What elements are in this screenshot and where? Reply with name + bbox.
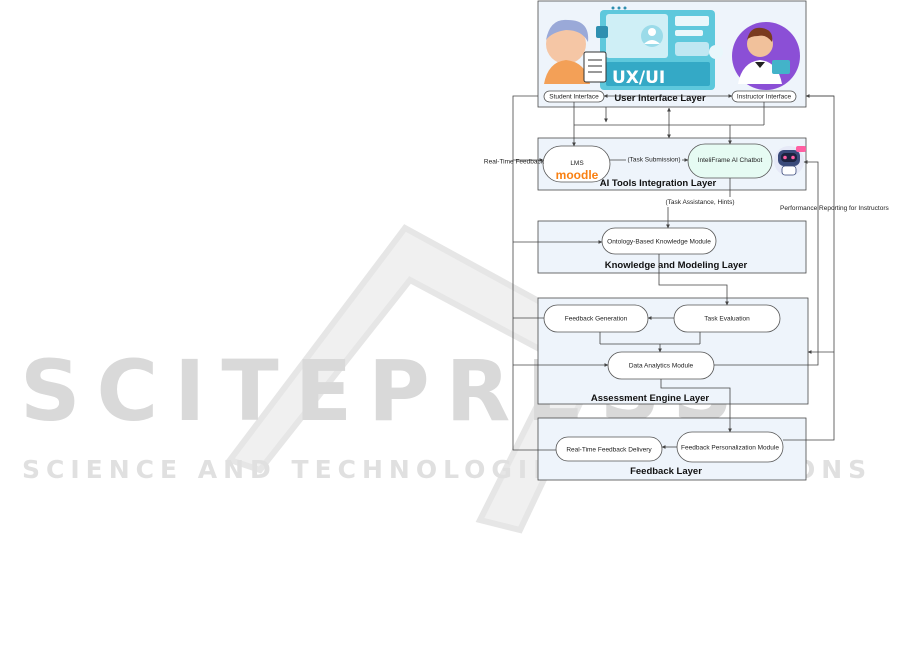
instructor-illustration [732,22,800,90]
task-assistance-edge-label: (Task Assistance, Hints) [666,199,735,206]
task-assistance-bg [666,197,734,207]
data-analytics-label: Data Analytics Module [629,363,694,370]
task-submission-bg [626,154,682,164]
realtime-delivery-label: Real-Time Feedback Delivery [566,447,652,454]
feedback-layer-title: Feedback Layer [630,466,702,477]
performance-reporting-edge-label: Performance Reporting for Instructors [780,205,889,212]
task-evaluation-label: Task Evaluation [704,316,750,323]
feedback-generation-label: Feedback Generation [565,316,628,323]
connectors [512,94,835,451]
feedback-personalization-label: Feedback Personalization Module [681,445,779,452]
student-illustration [544,19,607,84]
student-interface-label: Student Interface [549,94,599,101]
assessment-layer-title: Assessment Engine Layer [591,393,710,404]
realtime-feedback-edge-label: Real-Time Feedback [484,159,545,166]
realtime-delivery-node [555,436,663,462]
lms-label: LMS [570,160,584,167]
robot-icon [774,146,806,176]
ui-screens-illustration: UX/UI [596,6,723,90]
lms-node [542,145,611,183]
moodle-logo: moodle [556,168,599,182]
ontology-label: Ontology-Based Knowledge Module [607,239,711,246]
instructor-interface-label: Instructor Interface [737,94,792,101]
ux-ui-banner: UX/UI [612,68,665,88]
chatbot-label: InteliFrame AI Chatbot [698,157,763,164]
user-interface-layer-title: User Interface Layer [614,93,706,104]
ai-tools-layer-title: AI Tools Integration Layer [600,178,717,189]
task-submission-edge-label: (Task Submission) [627,157,680,164]
knowledge-layer-title: Knowledge and Modeling Layer [605,260,748,271]
